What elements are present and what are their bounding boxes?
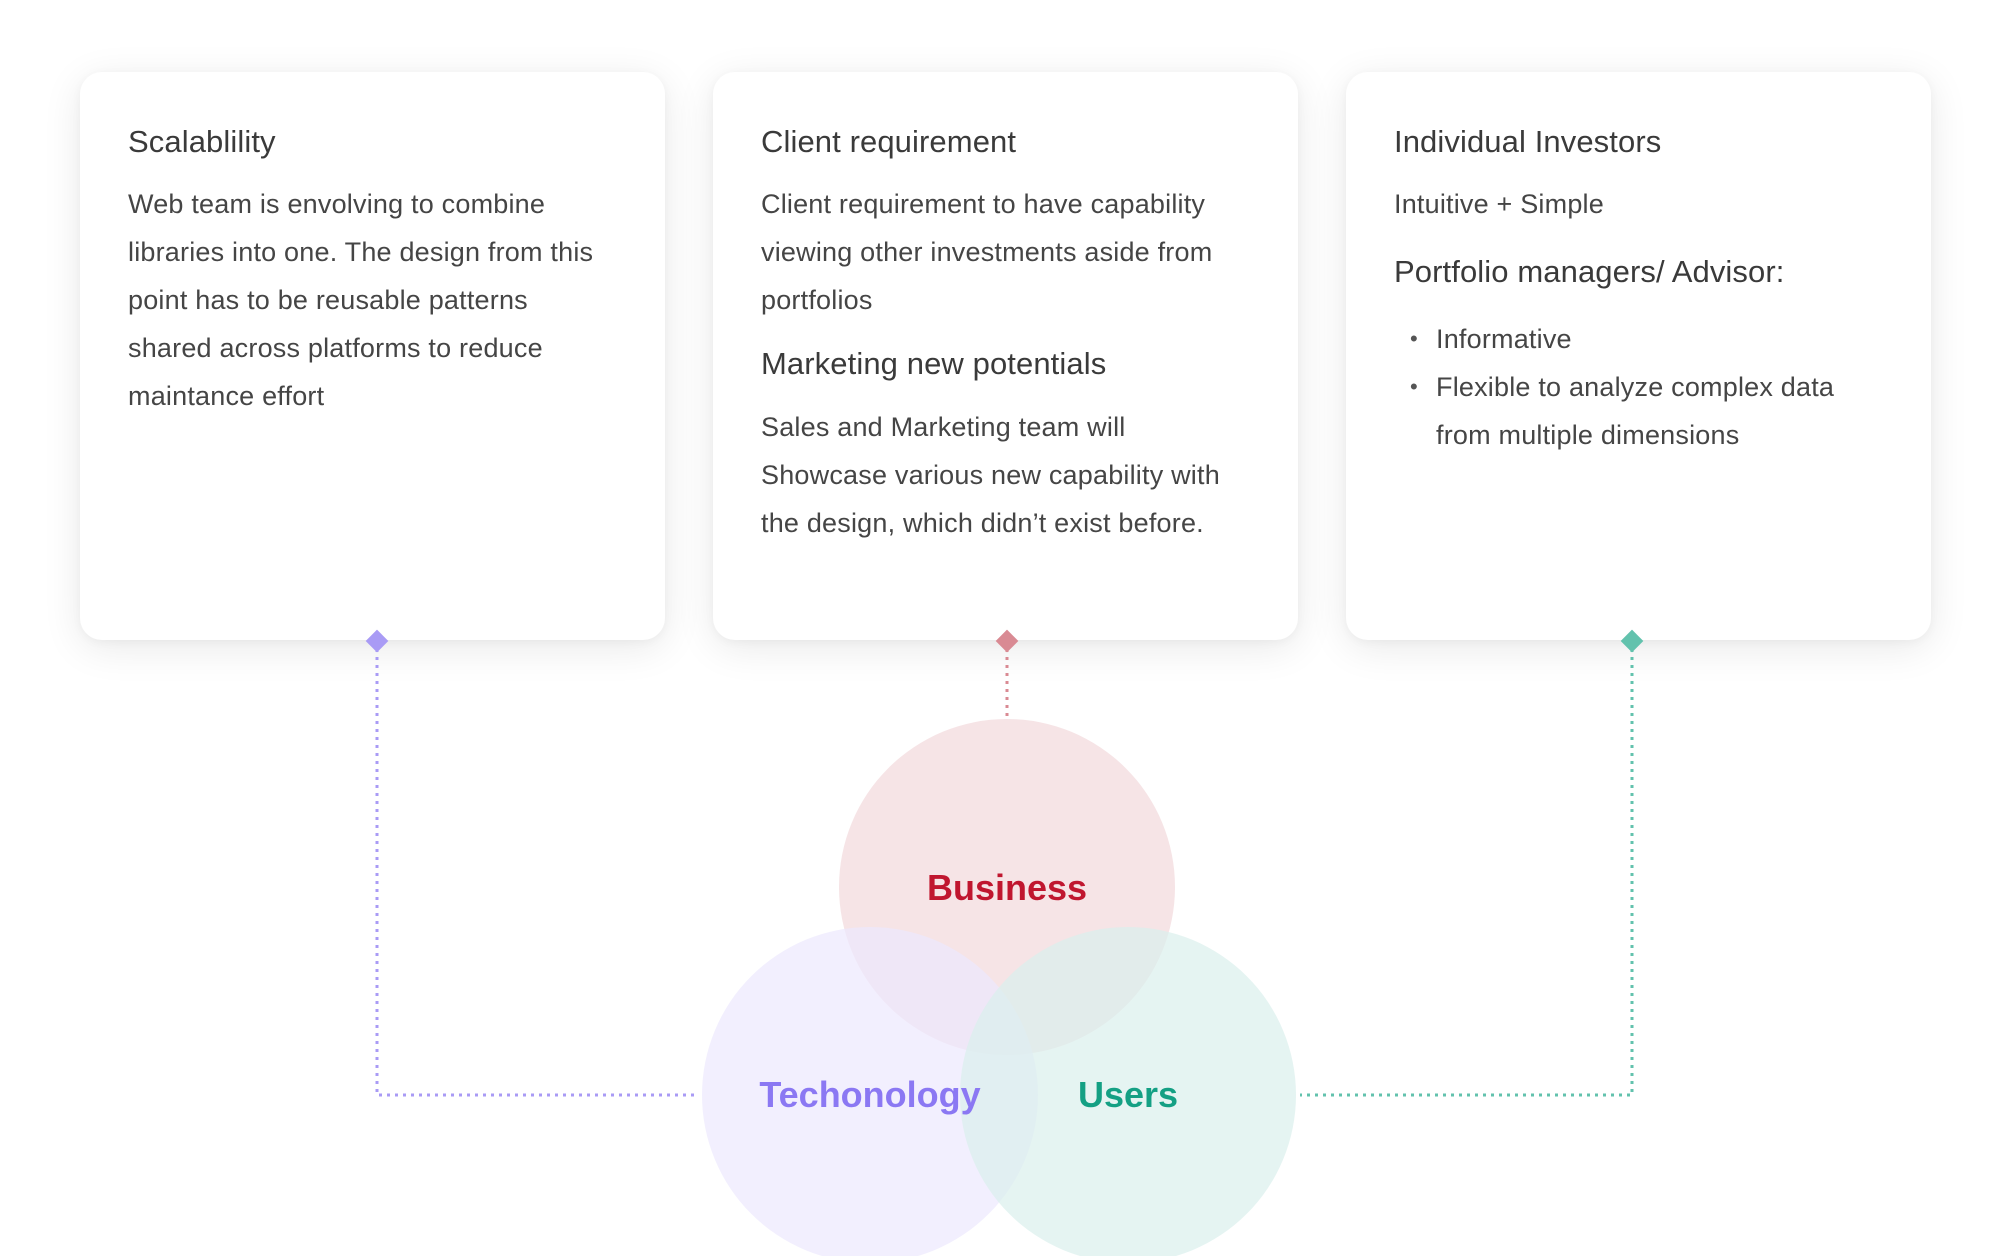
diamond-technology-icon (365, 629, 389, 653)
list-item-text: Informative (1436, 323, 1572, 354)
card-individual-investors: Individual Investors Intuitive + Simple … (1346, 72, 1931, 640)
card-body: Web team is envolving to combine librari… (128, 189, 594, 412)
venn-label-users: Users (1078, 1074, 1178, 1115)
bullet-icon: • (1410, 325, 1418, 351)
list-item: • Flexible to analyze complex data from m… (1410, 363, 1883, 459)
venn-label-business: Business (927, 867, 1087, 908)
venn-circle-users (960, 927, 1296, 1256)
card-body: Intuitive + Simple (1394, 189, 1604, 220)
card-title: Individual Investors (1394, 124, 1662, 159)
diamond-business-icon (995, 629, 1019, 653)
card-subtitle: Marketing new potentials (761, 346, 1107, 382)
card-client-requirement: Client requirement Client requirement to… (713, 72, 1298, 640)
card-subtitle: Portfolio managers/ Advisor: (1394, 254, 1785, 290)
card-body: Client requirement to have capability vi… (761, 189, 1213, 316)
venn-circle-technology (702, 927, 1038, 1256)
venn-label-technology: Techonology (759, 1074, 980, 1115)
card-title: Scalablility (128, 124, 276, 159)
diamond-users-icon (1620, 629, 1644, 653)
card-scalability: Scalablility Web team is envolving to co… (80, 72, 665, 640)
list-item-text: Flexible to analyze complex data from mu… (1436, 371, 1835, 450)
connector-technology (375, 641, 698, 1097)
card-title: Client requirement (761, 124, 1017, 159)
card-body-2: Sales and Marketing team will Showcase v… (761, 411, 1220, 538)
list-item: • Informative (1410, 315, 1883, 363)
bullet-icon: • (1410, 373, 1418, 399)
bullet-list: • Informative • Flexible to analyze comple… (1394, 315, 1883, 459)
connector-users (1300, 641, 1634, 1097)
